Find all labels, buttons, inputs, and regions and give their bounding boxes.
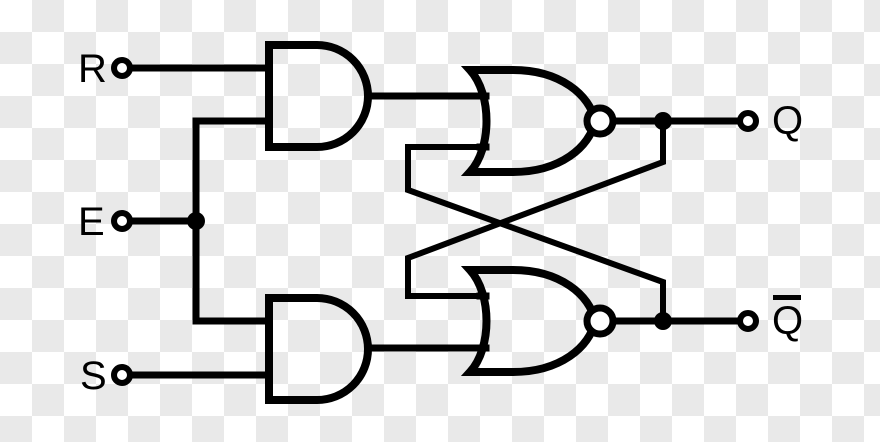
junction-dot-q-feedback xyxy=(654,112,672,130)
e-input-terminal-circle[interactable] xyxy=(111,210,133,232)
r-input-terminal-circle[interactable] xyxy=(111,57,133,79)
label-input-e: E xyxy=(78,200,105,244)
wire-e-bus-lower xyxy=(192,217,272,325)
nor-gate-top-body xyxy=(460,66,600,176)
wire-feedback-q-to-bottom-nor xyxy=(405,121,666,299)
qbar-output-terminal-circle[interactable] xyxy=(737,310,759,332)
label-input-r: R xyxy=(78,47,107,91)
label-input-s: S xyxy=(80,354,107,398)
label-output-qbar: Q xyxy=(772,295,804,343)
q-output-terminal-circle[interactable] xyxy=(737,110,759,132)
and-gate-bottom-body xyxy=(265,294,372,404)
junction-dot-qbar-feedback xyxy=(654,312,672,330)
label-output-q: Q xyxy=(772,99,804,143)
label-output-qbar-text: Q xyxy=(772,295,804,343)
wire-e-bus-upper xyxy=(192,117,272,225)
nor-gate-top-inversion-bubble xyxy=(583,104,617,138)
nor-gate-bottom-body xyxy=(460,266,600,376)
wire-feedback-qbar-to-top-nor xyxy=(405,144,666,321)
s-input-terminal-circle[interactable] xyxy=(111,364,133,386)
junction-dot-e-bus xyxy=(187,212,205,230)
and-gate-top-body xyxy=(265,41,372,151)
nor-gate-bottom-inversion-bubble xyxy=(583,304,617,338)
